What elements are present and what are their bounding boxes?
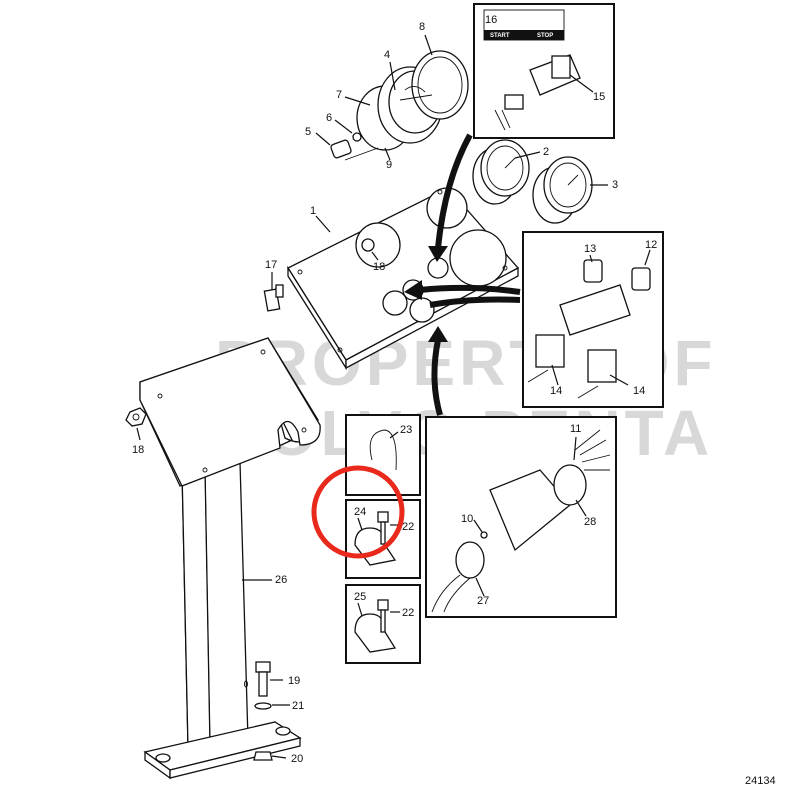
- callout-3: 3: [612, 179, 618, 191]
- bolt-19: [253, 661, 273, 761]
- callout-16: 16: [485, 14, 497, 26]
- small-gauges: [472, 139, 593, 224]
- mounting-plate: [139, 337, 321, 487]
- callout-10: 10: [461, 513, 473, 525]
- callout-26: 26: [275, 574, 287, 586]
- callout-14-left: 14: [550, 385, 562, 397]
- callout-1: 1: [310, 205, 316, 217]
- callout-17: 17: [265, 259, 277, 271]
- callout-6: 6: [326, 112, 332, 124]
- callout-5: 5: [305, 126, 311, 138]
- callout-28: 28: [584, 516, 596, 528]
- callout-19: 19: [288, 675, 300, 687]
- push-button-box: [522, 231, 664, 408]
- switch-stop-label: STOP: [537, 33, 553, 39]
- callout-18-left: 18: [132, 444, 144, 456]
- callouts: 1 2 3 4 5 6 7 8 9 10 11 12 13 14 14 15 1…: [132, 14, 657, 765]
- callout-8: 8: [419, 21, 425, 33]
- callout-15: 15: [593, 91, 605, 103]
- callout-7: 7: [336, 89, 342, 101]
- cable-clip-box-23: [345, 414, 421, 496]
- tachometer-assembly: [356, 50, 469, 151]
- callout-24: 24: [354, 506, 366, 518]
- cable-clip-box-24: [345, 499, 421, 579]
- switch-box: [473, 3, 615, 139]
- callout-22-upper: 22: [402, 521, 414, 533]
- switch-start-label: START: [490, 33, 510, 39]
- callout-18-panel: 18: [373, 261, 385, 273]
- callout-13: 13: [584, 243, 596, 255]
- pedestal-column: [143, 461, 302, 780]
- bulb-socket: [330, 132, 379, 161]
- instrument-panel: [287, 187, 520, 371]
- highlight-circle: [311, 465, 405, 559]
- callout-4: 4: [384, 49, 390, 61]
- nut-18-left: [125, 407, 147, 427]
- callout-23: 23: [400, 424, 412, 436]
- bolt-17: [263, 284, 284, 312]
- callout-14-right: 14: [633, 385, 645, 397]
- figure-id: 24134: [745, 775, 776, 787]
- callout-2: 2: [543, 146, 549, 158]
- callout-11: 11: [570, 423, 581, 435]
- cable-clip-box-25: [345, 584, 421, 664]
- callout-27: 27: [477, 595, 489, 607]
- callout-22-lower: 22: [402, 607, 414, 619]
- leader-lines: [136, 34, 651, 759]
- callout-9: 9: [386, 159, 392, 171]
- connector-box: [425, 416, 617, 618]
- callout-20: 20: [291, 753, 303, 765]
- callout-21: 21: [292, 700, 304, 712]
- callout-12: 12: [645, 239, 657, 251]
- arrows: [404, 133, 521, 416]
- callout-25: 25: [354, 591, 366, 603]
